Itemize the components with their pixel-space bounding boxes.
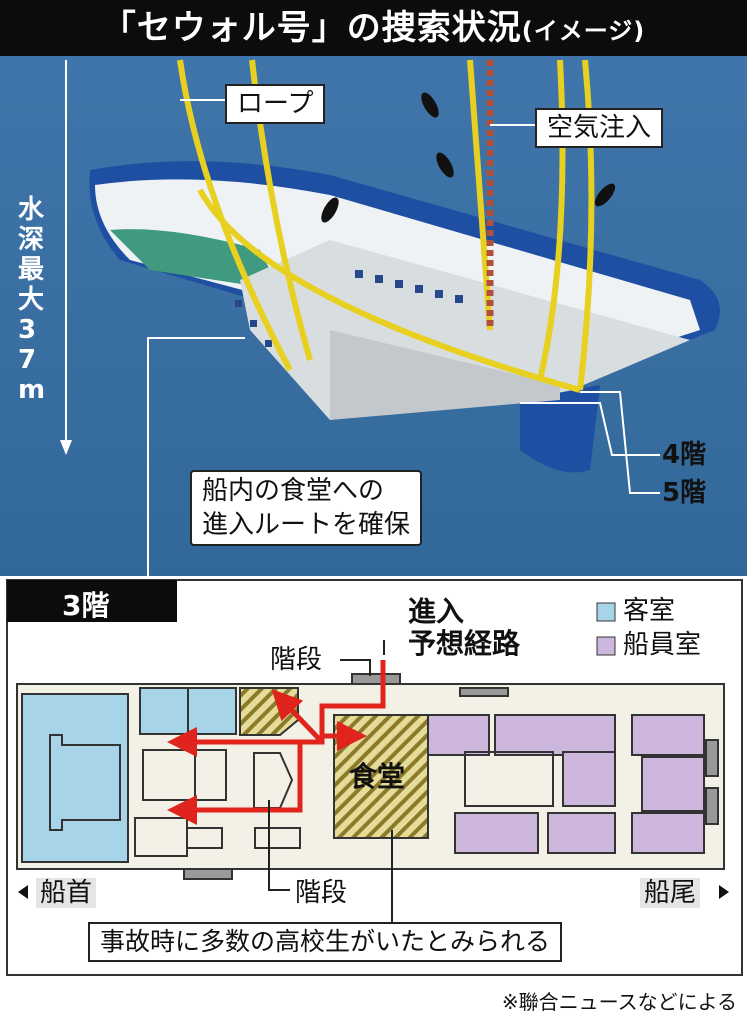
route-label: 進入 予想経路	[408, 596, 520, 660]
stern-label: 船尾	[640, 878, 701, 908]
rope-label: ロープ	[225, 84, 326, 124]
route-note: 船内の食堂への 進入ルートを確保	[190, 470, 423, 546]
floor-label: 3階	[62, 589, 110, 622]
entry-route[interactable]	[167, 660, 386, 825]
stern-arrow-icon	[719, 885, 729, 899]
bow-label: 船首	[36, 878, 97, 908]
source-note: ※聯合ニュースなどによる	[501, 990, 737, 1014]
deck-4-label: 4階	[662, 440, 707, 470]
legend-swatch-crew	[596, 636, 616, 656]
air-injection-label: 空気注入	[535, 108, 664, 148]
bow-arrow-icon	[18, 885, 28, 899]
plan-leader-lines	[268, 640, 393, 935]
route-label-line-2: 予想経路	[408, 627, 521, 660]
legend-guest-room: 客室	[623, 596, 676, 626]
legend-crew-room: 船員室	[623, 630, 702, 660]
depth-arrow-head	[60, 440, 72, 455]
stairs-top-label: 階段	[270, 645, 323, 675]
title-main: 「セウォル号」の捜索状況	[101, 8, 522, 48]
callout-lines	[147, 99, 660, 598]
depth-label: 水深最大37m	[18, 195, 46, 405]
route-note-line-2: 進入ルートを確保	[202, 510, 411, 540]
students-note: 事故時に多数の高校生がいたとみられる	[88, 922, 563, 962]
deck-5-label: 5階	[662, 478, 707, 508]
legend-swatch-guest	[596, 602, 616, 622]
route-note-line-1: 船内の食堂への	[202, 476, 385, 506]
stairs-bottom-label: 階段	[295, 878, 348, 908]
deck-plan	[16, 673, 725, 880]
route-label-line-1: 進入	[408, 595, 465, 628]
page-title: 「セウォル号」の捜索状況(イメージ)	[0, 0, 747, 56]
diver-icons	[321, 92, 616, 223]
floor-label-bg	[7, 580, 177, 622]
dining-hall-label[interactable]: 食堂	[349, 760, 406, 793]
title-sub: (イメージ)	[521, 17, 646, 45]
ship-illustration	[89, 161, 720, 473]
